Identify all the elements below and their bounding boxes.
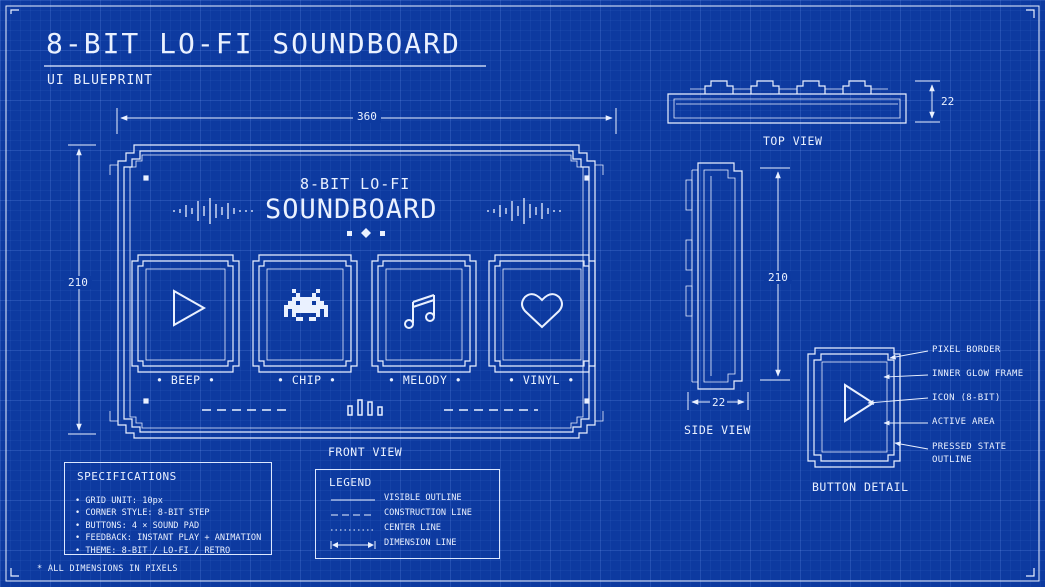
legend-row-dimension: DIMENSION LINE — [330, 538, 490, 553]
specifications-title: SPECIFICATIONS — [77, 470, 177, 483]
space-invader-icon — [284, 289, 328, 321]
button-detail-drawing — [807, 347, 901, 468]
pad-label-chip[interactable]: • CHIP • — [277, 373, 337, 387]
front-view-case — [109, 144, 604, 439]
callout-pressed-state: PRESSED STATE — [932, 442, 1007, 452]
legend-title: LEGEND — [329, 476, 372, 489]
callout-inner-glow-frame: INNER GLOW FRAME — [932, 369, 1024, 379]
spec-item: • FEEDBACK: INSTANT PLAY + ANIMATION — [75, 533, 262, 544]
play-icon — [173, 289, 207, 327]
front-width-value: 360 — [353, 110, 381, 123]
side-depth-value: 22 — [710, 396, 728, 409]
callout-outline: OUTLINE — [932, 455, 973, 465]
pad-frame-melody — [371, 254, 477, 373]
side-view-label: SIDE VIEW — [684, 423, 751, 437]
front-header-line1: 8-BIT LO-FI — [300, 175, 411, 193]
pad-frame-vinyl — [488, 254, 596, 373]
corner-marks — [10, 9, 1035, 577]
front-height-dimension — [68, 144, 96, 435]
spec-item: • THEME: 8-BIT / LO-FI / RETRO — [75, 545, 231, 556]
side-height-value: 210 — [764, 271, 792, 284]
legend-row-visible: VISIBLE OUTLINE — [330, 493, 490, 508]
specifications-panel: SPECIFICATIONS • GRID UNIT: 10px • CORNE… — [64, 462, 272, 557]
page-subtitle: UI BLUEPRINT — [47, 73, 153, 88]
callout-active-area: ACTIVE AREA — [932, 417, 995, 427]
callout-icon: ICON (8-BIT) — [932, 393, 1001, 403]
top-view-label: TOP VIEW — [763, 134, 823, 148]
specifications-list: • GRID UNIT: 10px • CORNER STYLE: 8-BIT … — [75, 495, 261, 557]
gem-ornament — [347, 228, 385, 238]
front-view-label: FRONT VIEW — [328, 445, 403, 459]
top-depth-value: 22 — [941, 95, 955, 108]
sheet-border — [5, 5, 1040, 582]
heart-icon — [521, 293, 563, 329]
waveform-left — [173, 198, 253, 224]
legend-row-construction: CONSTRUCTION LINE — [330, 508, 490, 523]
side-view-drawing — [685, 162, 743, 390]
button-detail-label: BUTTON DETAIL — [812, 480, 909, 494]
music-note-icon — [404, 294, 435, 329]
legend-label: VISIBLE OUTLINE — [384, 493, 462, 503]
pad-label-vinyl[interactable]: • VINYL • — [508, 373, 575, 387]
top-depth-dimension — [915, 80, 940, 123]
spec-item: • CORNER STYLE: 8-BIT STEP — [75, 508, 210, 519]
front-header-line2: SOUNDBOARD — [265, 194, 438, 225]
legend-label: DIMENSION LINE — [384, 538, 457, 548]
legend-row-center: CENTER LINE — [330, 523, 490, 538]
page-title: 8-BIT LO-FI SOUNDBOARD — [46, 27, 461, 60]
pad-label-beep[interactable]: • BEEP • — [156, 373, 216, 387]
pad-frame-chip — [252, 254, 358, 373]
top-view-drawing — [667, 80, 907, 124]
waveform-right — [487, 198, 561, 224]
callout-leaders — [867, 350, 929, 450]
callout-pixel-border: PIXEL BORDER — [932, 345, 1001, 355]
spec-item: • BUTTONS: 4 × SOUND PAD — [75, 520, 200, 531]
pad-label-melody[interactable]: • MELODY • — [388, 373, 463, 387]
equalizer-icon — [347, 399, 383, 416]
footnote: * ALL DIMENSIONS IN PIXELS — [37, 564, 178, 574]
legend-panel: LEGEND VISIBLE OUTLINE CONSTRUCTION LINE… — [315, 469, 500, 559]
pad-frame-beep — [131, 254, 240, 373]
spec-item: • GRID UNIT: 10px — [75, 496, 163, 506]
legend-label: CONSTRUCTION LINE — [384, 508, 472, 518]
front-height-value: 210 — [64, 276, 92, 289]
legend-label: CENTER LINE — [384, 523, 441, 533]
